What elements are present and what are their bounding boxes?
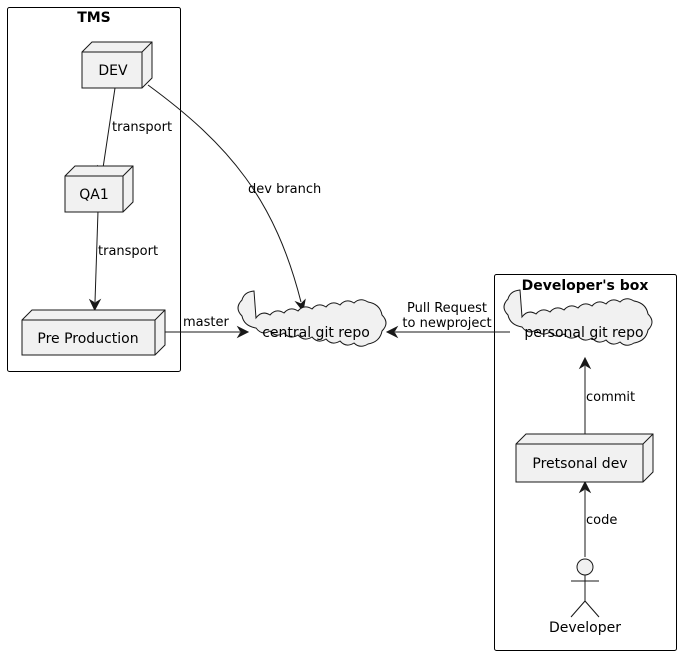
node-pretsonal-dev-label: Pretsonal dev — [532, 456, 627, 472]
package-tms-title: TMS — [77, 10, 111, 26]
edge-preprod-central: master — [165, 315, 250, 339]
package-devbox-title: Developer's box — [522, 278, 649, 294]
node-pre-production-label: Pre Production — [37, 331, 138, 347]
edge-developer-personaldev: code — [578, 480, 617, 557]
edge-dev-central: dev branch — [147, 84, 321, 313]
edge-label-dev-central: dev branch — [248, 182, 321, 197]
node-personal-git-repo-label: personal git repo — [524, 325, 643, 341]
edge-label-commit: commit — [586, 390, 635, 405]
node-qa1: QA1 — [64, 165, 134, 213]
node-qa1-label: QA1 — [79, 187, 109, 203]
node-dev: DEV — [81, 41, 153, 89]
node-personal-git-repo: personal git repo — [503, 289, 653, 346]
node-dev-label: DEV — [98, 63, 128, 79]
actor-developer-label: Developer — [549, 620, 621, 636]
node-central-git-repo: central git repo — [237, 290, 387, 347]
edge-qa1-preprod: transport — [88, 210, 158, 312]
edge-label-preprod-central: master — [183, 315, 229, 330]
edge-label-qa1-preprod: transport — [98, 244, 158, 259]
node-central-git-repo-label: central git repo — [262, 325, 370, 341]
edge-label-dev-qa1: transport — [112, 120, 172, 135]
node-pretsonal-dev: Pretsonal dev — [515, 433, 654, 483]
edge-label-code: code — [586, 513, 617, 528]
node-pre-production: Pre Production — [21, 309, 166, 356]
edge-personal-central: Pull Request to newproject — [385, 301, 510, 339]
actor-developer: Developer — [549, 558, 621, 636]
edge-label-personal-central-line2: to newproject — [402, 316, 491, 331]
edge-label-personal-central-line1: Pull Request — [407, 301, 487, 316]
edge-personaldev-personalrepo: commit — [578, 356, 635, 434]
actor-head — [576, 558, 594, 576]
